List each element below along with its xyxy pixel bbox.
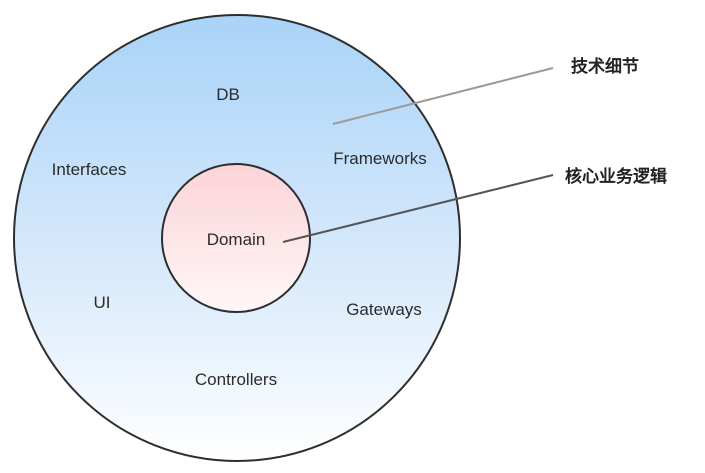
frameworks-label: Frameworks xyxy=(333,149,427,168)
gateways-label: Gateways xyxy=(346,300,422,319)
technical-details-leader-line xyxy=(332,67,554,125)
technical-details-callout: 技术细节 xyxy=(571,56,639,77)
domain-label: Domain xyxy=(207,230,266,249)
controllers-label: Controllers xyxy=(195,370,277,389)
core-business-logic-callout: 核心业务逻辑 xyxy=(565,166,667,187)
core-business-logic-leader-line xyxy=(282,174,554,243)
ui-label: UI xyxy=(94,293,111,312)
domain-core xyxy=(161,163,311,313)
db-label: DB xyxy=(216,85,240,104)
interfaces-label: Interfaces xyxy=(52,160,127,179)
